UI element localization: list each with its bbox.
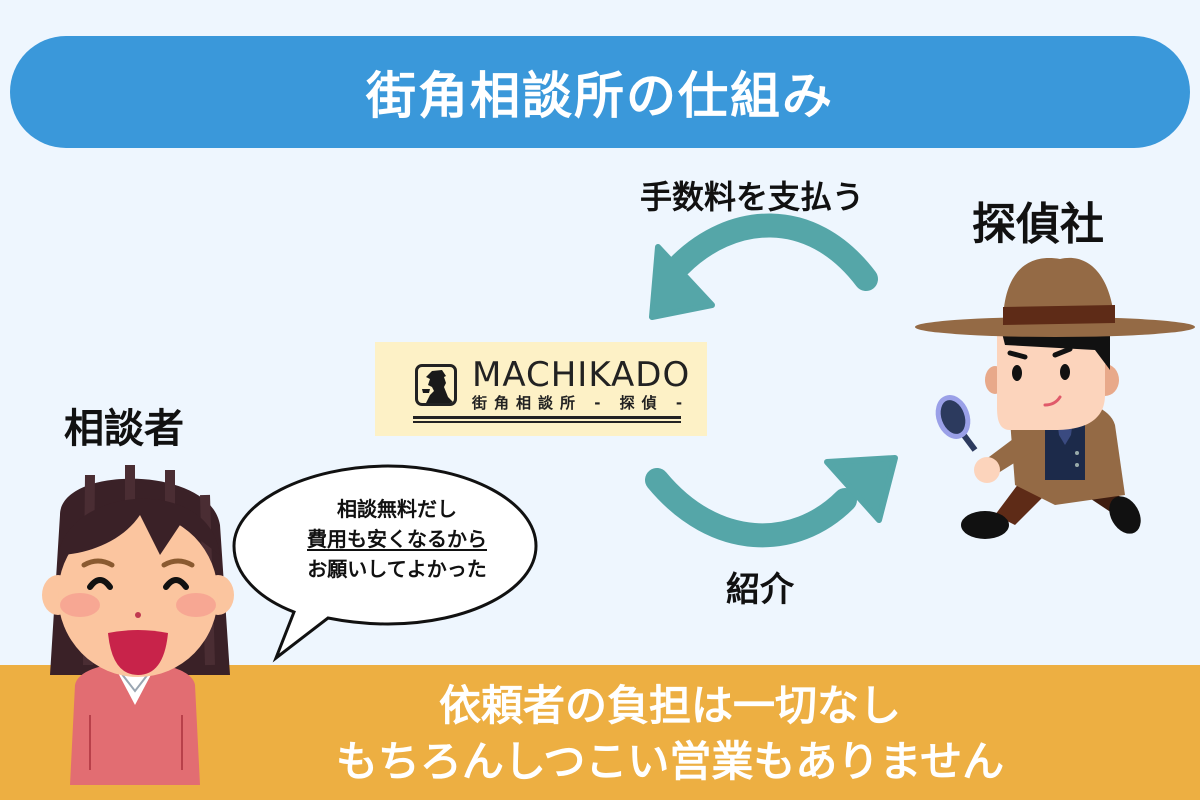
machikado-logo: MACHIKADO 街角相談所 - 探偵 -	[375, 342, 707, 436]
footer-line-2: もちろんしつこい営業もありません	[335, 737, 1005, 786]
introduction-arrow	[645, 455, 898, 548]
title-banner: 街角相談所の仕組み	[10, 36, 1190, 148]
agency-label: 探偵社	[972, 199, 1104, 250]
detective-silhouette-icon	[415, 364, 457, 406]
logo-name: MACHIKADO	[472, 355, 691, 395]
fee-arrow	[649, 213, 878, 320]
speech-bubble	[232, 464, 538, 663]
detective-hat-brim	[915, 317, 1195, 337]
client-character	[42, 465, 234, 785]
introduction-arrow-head	[824, 455, 898, 523]
magnifying-glass-icon	[935, 395, 971, 439]
logo-rule-thin	[413, 421, 681, 423]
introduction-label: 紹介	[726, 570, 794, 610]
logo-rule-thick	[413, 416, 681, 419]
detective-character	[915, 257, 1195, 539]
footer-message: 依頼者の負担は一切なし もちろんしつこい営業もありません	[0, 678, 1200, 790]
speech-line-1: 相談無料だし	[337, 497, 457, 521]
logo-subtitle: 街角相談所 - 探偵 -	[472, 394, 690, 412]
client-face	[58, 513, 218, 677]
page-title: 街角相談所の仕組み	[366, 67, 834, 125]
introduction-arrow-shaft	[645, 468, 857, 548]
speech-line-3: お願いしてよかった	[307, 557, 487, 581]
fee-arrow-shaft	[668, 213, 878, 291]
fee-payment-label: 手数料を支払う	[640, 178, 865, 216]
fee-arrow-head	[649, 244, 715, 320]
client-label: 相談者	[64, 406, 184, 452]
speech-bubble-text: 相談無料だし 費用も安くなるから お願いしてよかった	[262, 494, 532, 584]
footer-line-1: 依頼者の負担は一切なし	[438, 681, 901, 730]
footer-band	[0, 665, 1200, 800]
client-sweater	[70, 662, 200, 785]
speech-line-2: 費用も安くなるから	[307, 527, 487, 551]
